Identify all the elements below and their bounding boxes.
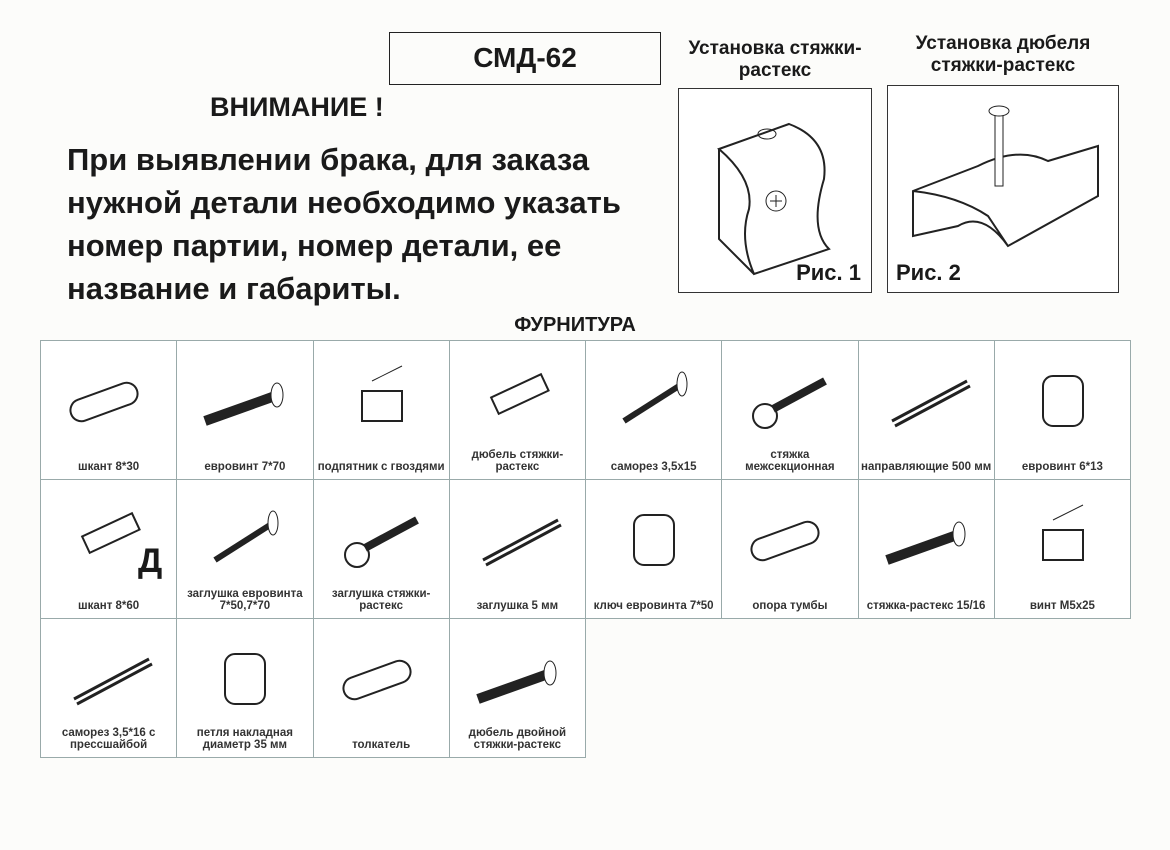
fitting-icon — [224, 653, 267, 705]
fitting-cell: саморез 3,5x15 — [585, 340, 723, 480]
fitting-cell: шкант 8*60 Д — [40, 479, 178, 619]
fitting-cell: заглушка стяжки-растекс — [312, 479, 450, 619]
figure-2-title: Установка дюбеля стяжки-растекс — [915, 33, 1091, 76]
fitting-icon — [482, 518, 562, 567]
fitting-icon — [750, 520, 820, 562]
fitting-label: саморез 3,5*16 с прессшайбой — [61, 727, 156, 751]
fitting-icon — [69, 381, 139, 423]
fitting-icon — [752, 377, 828, 429]
figure-2-label: Рис. 2 — [896, 260, 961, 285]
fitting-label: заглушка евровинта 7*50,7*70 — [187, 588, 303, 612]
fitting-label: опора тумбы — [752, 600, 828, 612]
fitting-cell: стяжка-растекс 15/16 — [857, 479, 995, 619]
fitting-label: толкатель — [352, 739, 411, 751]
fitting-label: евровинт 7*70 — [204, 461, 286, 473]
fitting-label: саморез 3,5x15 — [610, 461, 697, 473]
fitting-icon — [360, 365, 403, 422]
fitting-icon — [1041, 504, 1084, 561]
fitting-icon — [476, 660, 557, 704]
fitting-label: винт M5x25 — [1029, 600, 1095, 612]
notice-text: При выявлении брака, для заказа нужной д… — [67, 142, 621, 306]
fitting-cell: подпятник с гвоздями — [312, 340, 450, 480]
fitting-label: евровинт 6*13 — [1021, 461, 1103, 473]
fitting-cell: заглушка евровинта 7*50,7*70 — [176, 479, 314, 619]
attention-heading: ВНИМАНИЕ ! — [210, 92, 384, 122]
fitting-cell: винт M5x25 — [993, 479, 1131, 619]
cam-lock-install-drawing — [717, 122, 831, 276]
marker-letter: Д — [138, 542, 163, 580]
fittings-title: ФУРНИТУРА — [514, 314, 636, 336]
fitting-label: шкант 8*30 — [78, 461, 140, 473]
fitting-icon — [343, 516, 419, 568]
fitting-cell: дюбель стяжки-растекс — [448, 340, 586, 480]
fitting-label: дюбель двойной стяжки-растекс — [468, 727, 567, 751]
fitting-icon — [622, 371, 688, 424]
fitting-label: ключ евровинта 7*50 — [593, 600, 714, 612]
fitting-label: стяжка-растекс 15/16 — [866, 600, 986, 612]
fitting-cell: стяжка межсекционная — [721, 340, 859, 480]
fitting-label: направляющие 500 мм — [861, 461, 992, 473]
fitting-label: заглушка 5 мм — [476, 600, 559, 612]
fitting-icon — [203, 382, 284, 426]
fitting-label: заглушка стяжки-растекс — [331, 588, 431, 612]
fitting-cell: евровинт 6*13 — [993, 340, 1131, 480]
fitting-label: петля накладная диаметр 35 мм — [196, 727, 293, 751]
fitting-cell: заглушка 5 мм — [448, 479, 586, 619]
model-code: СМД-62 — [389, 32, 661, 85]
fitting-icon — [489, 372, 550, 416]
fitting-label: стяжка межсекционная — [745, 449, 835, 473]
fitting-icon — [633, 514, 675, 566]
figure-2: Рис. 2 — [887, 85, 1119, 293]
fitting-cell: ключ евровинта 7*50 — [585, 479, 723, 619]
fitting-icon — [1041, 375, 1084, 427]
fitting-cell: толкатель — [312, 618, 450, 758]
fitting-cell: шкант 8*30 — [40, 340, 178, 480]
dowel-install-drawing — [912, 105, 1099, 248]
figure-1-title: Установка стяжки-растекс — [688, 38, 862, 81]
fitting-icon — [73, 657, 153, 706]
figure-1-label: Рис. 1 — [796, 260, 861, 285]
fitting-icon — [884, 521, 965, 565]
fitting-icon — [890, 379, 971, 428]
figure-1: Рис. 1 — [678, 88, 872, 293]
fitting-icon — [341, 659, 412, 701]
fitting-cell: саморез 3,5*16 с прессшайбой — [40, 618, 178, 758]
fitting-icon — [80, 511, 141, 555]
fitting-cell: опора тумбы — [721, 479, 859, 619]
fitting-label: шкант 8*60 — [78, 600, 140, 612]
fitting-icon — [213, 510, 279, 563]
fitting-label: подпятник с гвоздями — [317, 461, 445, 473]
fittings-grid: шкант 8*30 евровинт 7*70 подпятник с гвозд… — [40, 340, 1131, 758]
fitting-cell: направляющие 500 мм — [857, 340, 995, 480]
fitting-label: дюбель стяжки-растекс — [471, 449, 564, 473]
fitting-cell: евровинт 7*70 — [176, 340, 314, 480]
fitting-cell: дюбель двойной стяжки-растекс — [448, 618, 586, 758]
fitting-cell: петля накладная диаметр 35 мм — [176, 618, 314, 758]
